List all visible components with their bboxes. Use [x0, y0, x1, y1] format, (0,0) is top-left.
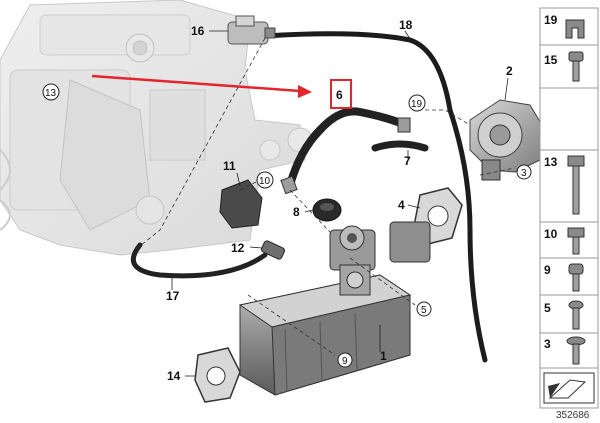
highlight-arrow [91, 74, 312, 98]
bracket-11 [219, 179, 263, 229]
svg-text:13: 13 [45, 88, 57, 99]
circled-label-19: 19 [408, 94, 426, 112]
svg-text:9: 9 [544, 263, 551, 277]
hose-6 [286, 107, 409, 189]
label-1: 1 [380, 349, 387, 363]
sidebar-item-9: 9 [544, 263, 584, 292]
circled-label-13: 13 [42, 83, 60, 101]
circled-label-9: 9 [337, 352, 353, 368]
circled-label-10: 10 [256, 171, 274, 189]
label-4: 4 [398, 198, 405, 212]
label-18: 18 [399, 18, 413, 32]
label-14: 14 [167, 369, 181, 383]
svg-text:9: 9 [342, 356, 348, 367]
sidebar-item-5: 5 [544, 300, 584, 330]
svg-text:5: 5 [544, 301, 551, 315]
fitting-12 [260, 240, 286, 260]
long-bolt-icon [567, 155, 585, 215]
solid-leaders [171, 30, 509, 377]
label-16: 16 [191, 24, 205, 38]
svg-text:10: 10 [544, 227, 558, 241]
highlighted-part-6: 6 [330, 79, 352, 109]
hardware-sidebar: 19 15 13 10 9 [539, 7, 599, 409]
svg-text:3: 3 [544, 337, 551, 351]
sidebar-item-15: 15 [544, 51, 584, 82]
circled-label-5: 5 [416, 301, 432, 317]
clip-icon [565, 19, 585, 39]
svg-text:19: 19 [544, 13, 558, 27]
hose-17 [130, 242, 268, 279]
gasket-14 [194, 347, 241, 403]
circled-label-3: 3 [516, 164, 532, 180]
sidebar-item-3: 3 [544, 336, 586, 365]
label-8: 8 [293, 205, 300, 219]
reference-number: 352686 [556, 410, 590, 421]
leader-lines [134, 37, 516, 356]
sidebar-item-10: 10 [544, 227, 585, 255]
hex-bolt-icon [567, 227, 585, 255]
egr-cooler-1 [238, 221, 431, 396]
svg-text:19: 19 [411, 99, 423, 110]
direction-arrow-icon [543, 372, 595, 404]
label-12: 12 [231, 241, 245, 255]
label-11: 11 [223, 159, 236, 173]
label-2: 2 [506, 64, 513, 78]
svg-text:15: 15 [544, 53, 558, 67]
screw-icon [568, 51, 584, 82]
sidebar-item-13: 13 [544, 155, 585, 215]
label-6: 6 [336, 88, 343, 102]
water-pump-2 [469, 99, 546, 181]
label-17: 17 [166, 289, 180, 303]
svg-text:13: 13 [544, 155, 558, 169]
sidebar-item-19: 19 [544, 13, 585, 39]
label-7: 7 [404, 154, 411, 168]
sensor-16 [227, 15, 276, 45]
hose-7 [371, 140, 429, 152]
engine-background [0, 0, 313, 256]
svg-text:3: 3 [521, 168, 527, 179]
torx-bolt-icon [568, 300, 584, 330]
svg-text:10: 10 [259, 176, 271, 187]
flange-bolt-icon [566, 336, 586, 365]
hose-18 [262, 31, 488, 363]
socket-bolt-icon [568, 263, 584, 292]
svg-text:5: 5 [421, 305, 427, 316]
